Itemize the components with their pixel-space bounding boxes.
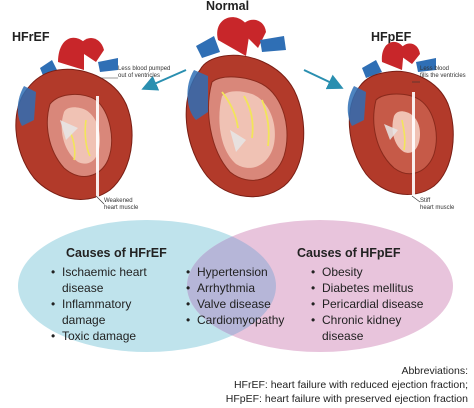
cause-item: Diabetes mellitus [310, 280, 423, 296]
cause-item: Pericardial disease [310, 296, 423, 312]
hfpef-title: HFpEF [371, 30, 412, 44]
abbreviation-hfpef: HFpEF: heart failure with preserved ejec… [225, 393, 468, 405]
stiff-label: Stiff heart muscle [420, 198, 455, 211]
hfref-causes-list: Ischaemic heartdiseaseInflammatorydamage… [50, 264, 147, 344]
less-pumped-label: Less blood pumped out of ventricles [118, 66, 171, 79]
shared-causes-list: HypertensionArrhythmiaValve diseaseCardi… [185, 264, 284, 328]
cause-item: disease [322, 329, 364, 343]
hfpef-causes-title: Causes of HFpEF [297, 246, 401, 260]
hearts-illustration [15, 17, 454, 206]
cause-item: Chronic kidney [310, 312, 423, 328]
cause-item: damage [62, 313, 106, 327]
callout-line-right-bottom [411, 195, 421, 203]
hfref-title: HFrEF [12, 30, 50, 44]
weakened-label: Weakened heart muscle [104, 198, 139, 211]
cause-item: Cardiomyopathy [185, 312, 284, 328]
abbreviations-label: Abbreviations: [401, 365, 468, 377]
abbreviations: Abbreviations: HFrEF: heart failure with… [226, 364, 468, 406]
cause-item: Arrhythmia [185, 280, 284, 296]
cause-item: Inflammatory [50, 296, 147, 312]
normal-heart-icon [185, 17, 305, 198]
arrow-to-hfpef-icon [303, 69, 344, 90]
cause-item: Hypertension [185, 264, 284, 280]
hfpef-heart-icon [347, 41, 454, 202]
cause-item: Valve disease [185, 296, 284, 312]
cause-item: disease [62, 281, 104, 295]
cause-item: Ischaemic heart [50, 264, 147, 280]
arrow-to-hfref-icon [141, 69, 187, 91]
cause-item: Toxic damage [50, 328, 147, 344]
cause-item: Obesity [310, 264, 423, 280]
normal-title: Normal [206, 0, 250, 13]
hfref-heart-icon [15, 37, 133, 206]
hfref-causes-title: Causes of HFrEF [66, 246, 167, 260]
abbreviation-hfref: HFrEF: heart failure with reduced ejecti… [233, 379, 468, 391]
callout-line-left-bottom [95, 195, 105, 205]
hfpef-causes-list: ObesityDiabetes mellitusPericardial dise… [310, 264, 423, 344]
less-fills-label: Less blood fills the ventricles [420, 66, 466, 79]
